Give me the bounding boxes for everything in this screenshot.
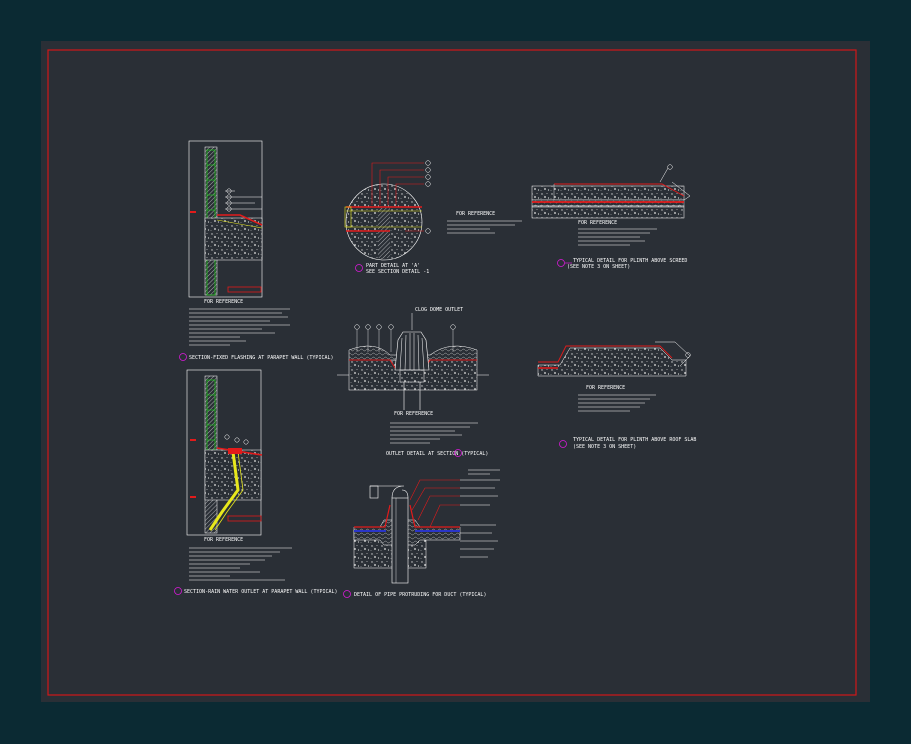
d3-notes-title: FOR REFERENCE: [456, 211, 495, 217]
d4-notes-title: FOR REFERENCE: [394, 411, 433, 417]
detail-plinth-above-screed: [531, 164, 691, 219]
d3-notes-lines: [447, 220, 522, 234]
drawing-frame: [47, 49, 857, 696]
d7-subcaption: (SEE NOTE 3 ON SHEET): [573, 444, 636, 450]
detail-dome-outlet: [337, 313, 489, 410]
d3-caption: PART DETAIL AT 'A': [366, 263, 420, 269]
d4-caption: OUTLET DETAIL AT SECTION (TYPICAL): [386, 451, 488, 457]
d7-detail-marker: [559, 440, 567, 448]
d6-subcaption: (SEE NOTE 3 ON SHEET): [567, 264, 630, 270]
d6-caption: TYPICAL DETAIL FOR PLINTH ABOVE SCREED: [573, 258, 687, 264]
d2-detail-marker: [174, 587, 182, 595]
d7-caption: TYPICAL DETAIL FOR PLINTH ABOVE ROOF SLA…: [573, 437, 696, 443]
d1-notes-title: FOR REFERENCE: [204, 299, 243, 305]
d7-notes-title: FOR REFERENCE: [586, 385, 625, 391]
d4-notes-lines: [390, 422, 478, 444]
detail-rainwater-outlet: [186, 369, 263, 536]
d1-detail-marker: [179, 353, 187, 361]
d3-detail-marker: [355, 264, 363, 272]
d3-subcaption: SEE SECTION DETAIL -1: [366, 269, 429, 275]
d6-notes-title: FOR REFERENCE: [578, 220, 617, 226]
d5-detail-marker: [343, 590, 351, 598]
d1-notes-lines: [189, 308, 290, 346]
d2-notes-lines: [189, 547, 292, 581]
d4-label: CLOG DOME OUTLET: [415, 307, 463, 313]
d6-detail-marker: [557, 259, 565, 267]
d2-notes-title: FOR REFERENCE: [204, 537, 243, 543]
detail-parapet-flashing: [188, 140, 263, 298]
d5-caption: DETAIL OF PIPE PROTRUDING FOR DUCT (TYPI…: [354, 592, 486, 598]
d2-caption: SECTION-RAIN WATER OUTLET AT PARAPET WAL…: [184, 589, 338, 595]
d7-notes-lines: [578, 394, 656, 412]
detail-plinth-above-roof-slab: [537, 341, 691, 377]
detail-part-a: [344, 160, 431, 261]
detail-pipe-protruding: [353, 469, 500, 584]
d4-detail-marker: [454, 449, 462, 457]
d1-caption: SECTION-FIXED FLASHING AT PARAPET WALL (…: [189, 355, 334, 361]
d6-notes-lines: [578, 228, 657, 246]
